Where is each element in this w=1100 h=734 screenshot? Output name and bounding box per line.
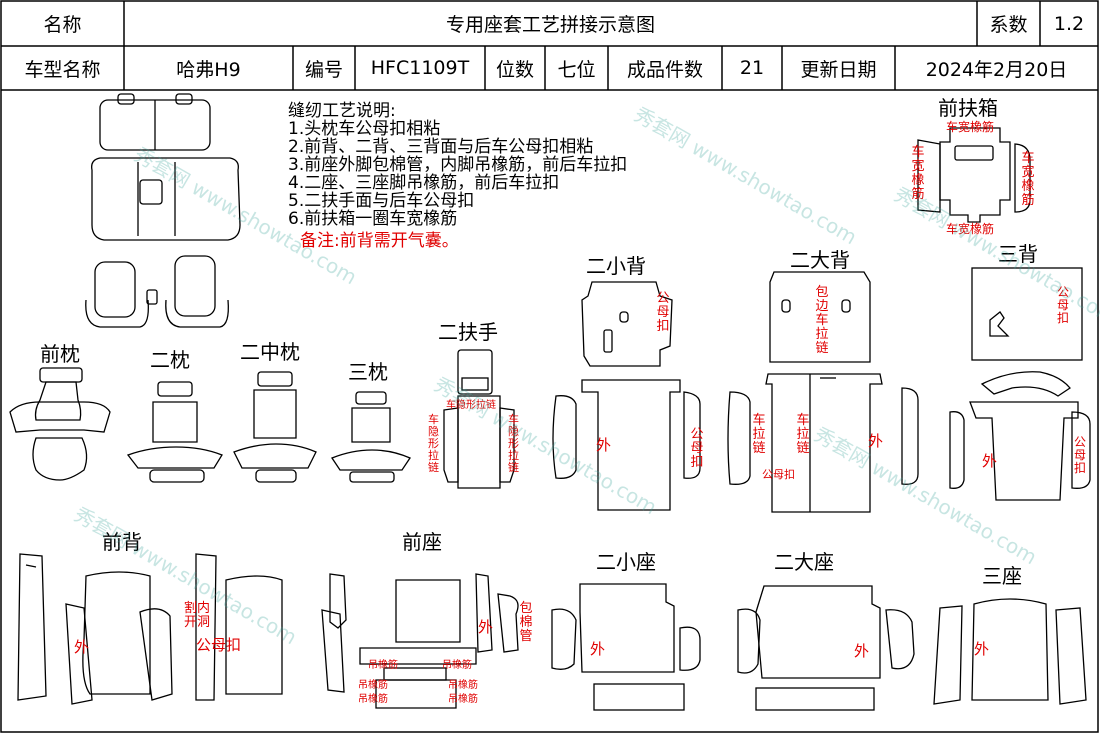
pieces-value: 21 bbox=[739, 57, 765, 79]
second-mid-pillow-drawing bbox=[233, 371, 317, 483]
annotation-wide-elastic: 车宽橡筋 bbox=[946, 120, 995, 134]
annotation-snap: 公母扣 bbox=[762, 468, 795, 481]
annotation-foam-tube: 包棉管 bbox=[519, 601, 533, 644]
section-front-seat: 前座 bbox=[402, 530, 442, 554]
annotation-elastic: 吊橡筋 bbox=[358, 680, 388, 691]
third-back-drawing bbox=[949, 267, 1091, 501]
annotation-elastic: 吊橡筋 bbox=[442, 660, 472, 671]
instruction-line: 1.头枕车公母扣相粘 bbox=[288, 119, 441, 139]
coef-value: 1.2 bbox=[1053, 12, 1085, 35]
name-label: 名称 bbox=[43, 14, 82, 36]
second-armrest-drawing bbox=[443, 349, 515, 489]
section-second-small-back: 二小背 bbox=[586, 254, 646, 278]
section-second-armrest: 二扶手 bbox=[438, 320, 498, 344]
instructions-heading: 缝纫工艺说明: bbox=[288, 101, 396, 121]
front-box-drawing bbox=[917, 127, 1031, 223]
annotation-outer: 外 bbox=[590, 640, 606, 658]
annotation-snap: 公母扣 bbox=[1056, 285, 1069, 325]
third-pillow-drawing bbox=[331, 391, 411, 483]
section-third-pillow: 三枕 bbox=[348, 360, 388, 384]
section-second-large-seat: 二大座 bbox=[774, 550, 834, 574]
code-value: HFC1109T bbox=[370, 57, 470, 79]
annotation-snap: 公母扣 bbox=[690, 427, 704, 470]
instruction-line: 6.前扶箱一圈车宽橡筋 bbox=[288, 209, 458, 229]
section-second-pillow: 二枕 bbox=[150, 348, 190, 372]
coef-label: 系数 bbox=[989, 14, 1028, 36]
section-front-box: 前扶箱 bbox=[938, 96, 998, 120]
instruction-line: 5.二扶手面与后车公母扣 bbox=[288, 191, 475, 211]
second-small-seat-drawing bbox=[551, 583, 701, 711]
annotation-inner-opening: 割内开洞 bbox=[184, 601, 211, 630]
annotation-outer: 外 bbox=[478, 618, 494, 636]
annotation-elastic: 吊橡筋 bbox=[448, 680, 478, 691]
instruction-line: 3.前座外脚包棉管，内脚吊橡筋，前后车拉扣 bbox=[288, 155, 628, 175]
instruction-note: 备注:前背需开气囊。 bbox=[300, 231, 459, 251]
section-second-large-back: 二大背 bbox=[790, 248, 850, 272]
instruction-line: 4.二座、三座脚吊橡筋，前后车拉扣 bbox=[288, 173, 560, 193]
section-front-pillow: 前枕 bbox=[40, 342, 80, 366]
section-third-seat: 三座 bbox=[982, 564, 1022, 588]
second-pillow-drawing bbox=[126, 381, 223, 483]
third-seat-drawing bbox=[933, 598, 1087, 705]
seats-value: 七位 bbox=[557, 58, 596, 81]
annotation-zipper: 车拉链 bbox=[796, 413, 810, 456]
date-value: 2024年2月20日 bbox=[925, 58, 1068, 81]
annotation-wide-elastic: 车宽橡筋 bbox=[911, 145, 925, 202]
section-front-back: 前背 bbox=[102, 530, 142, 554]
annotation-armrest-zipper: 车隐形拉链 bbox=[428, 413, 439, 474]
annotation-outer: 外 bbox=[596, 436, 612, 454]
annotation-outer: 外 bbox=[854, 642, 870, 660]
annotation-outer: 外 bbox=[868, 432, 884, 450]
annotation-wide-elastic: 车宽橡筋 bbox=[1021, 151, 1035, 208]
annotation-snap: 公母扣 bbox=[196, 636, 242, 654]
annotation-elastic: 吊橡筋 bbox=[368, 660, 398, 671]
front-pillow-drawing bbox=[9, 367, 111, 481]
annotation-snap: 公母扣 bbox=[1073, 435, 1086, 475]
annotation-armrest-zipper: 车隐形拉链 bbox=[508, 413, 519, 474]
section-second-mid-pillow: 二中枕 bbox=[240, 340, 300, 364]
annotation-wide-elastic: 车宽橡筋 bbox=[946, 222, 995, 236]
annotation-edge-zipper: 包边车拉链 bbox=[815, 285, 829, 356]
annotation-snap: 公母扣 bbox=[656, 291, 670, 334]
second-small-back-drawing bbox=[552, 281, 701, 511]
annotation-outer: 外 bbox=[982, 452, 998, 470]
annotation-outer: 外 bbox=[74, 638, 90, 656]
code-label: 编号 bbox=[304, 58, 343, 81]
model-value: 哈弗H9 bbox=[176, 58, 241, 81]
front-seat-drawing bbox=[321, 573, 519, 709]
seat-overview-drawing bbox=[85, 93, 241, 328]
model-label: 车型名称 bbox=[24, 58, 101, 81]
page-title: 专用座套工艺拼接示意图 bbox=[445, 14, 655, 36]
section-second-small-seat: 二小座 bbox=[596, 550, 656, 574]
annotation-zipper: 车拉链 bbox=[752, 413, 766, 456]
section-third-back: 三背 bbox=[998, 242, 1038, 266]
annotation-elastic: 吊橡筋 bbox=[448, 694, 478, 705]
second-large-seat-drawing bbox=[737, 585, 915, 711]
annotation-elastic: 吊橡筋 bbox=[358, 694, 388, 705]
date-label: 更新日期 bbox=[800, 58, 877, 81]
front-back-drawing bbox=[17, 553, 283, 705]
seats-label: 位数 bbox=[495, 58, 534, 81]
pieces-label: 成品件数 bbox=[626, 58, 703, 81]
instruction-line: 2.前背、二背、三背面与后车公母扣相粘 bbox=[288, 137, 594, 157]
annotation-outer: 外 bbox=[974, 640, 990, 658]
annotation-armrest-zipper: 车隐形拉链 bbox=[446, 400, 496, 411]
second-large-back-drawing bbox=[727, 271, 919, 513]
